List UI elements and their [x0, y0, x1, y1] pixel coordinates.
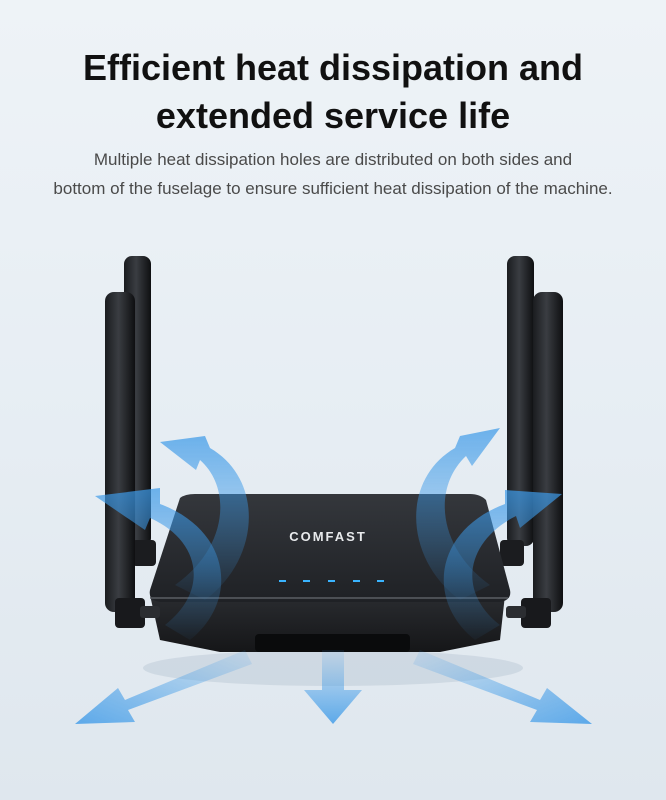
- airflow-arrow-icon: [160, 436, 249, 600]
- led: [377, 580, 384, 582]
- headline: Efficient heat dissipation and extended …: [0, 44, 666, 140]
- brand-logo: COMFAST: [289, 529, 367, 544]
- led: [303, 580, 310, 582]
- antenna-front-left: [105, 292, 160, 628]
- description-line-1: Multiple heat dissipation holes are dist…: [93, 150, 573, 169]
- router-illustration: COMFAST: [75, 256, 592, 724]
- led: [279, 580, 286, 582]
- airflow-arrow-icon: [95, 488, 222, 640]
- led: [353, 580, 360, 582]
- vent-slot: [255, 634, 410, 652]
- airflow-arrow-icon: [416, 428, 500, 600]
- airflow-arrow-icon: [75, 650, 252, 724]
- antenna-back-right: [500, 256, 534, 566]
- led: [328, 580, 335, 582]
- antenna-front-right: [506, 292, 563, 628]
- airflow-arrow-icon: [413, 650, 592, 724]
- headline-line-1: Efficient heat dissipation and: [82, 47, 584, 88]
- headline-line-2: extended service life: [155, 95, 511, 136]
- description: Multiple heat dissipation holes are dist…: [0, 145, 666, 203]
- airflow-arrow-icon: [304, 650, 362, 724]
- description-line-2: bottom of the fuselage to ensure suffici…: [53, 179, 613, 198]
- airflow-arrow-icon: [443, 490, 562, 640]
- status-leds: [279, 580, 384, 582]
